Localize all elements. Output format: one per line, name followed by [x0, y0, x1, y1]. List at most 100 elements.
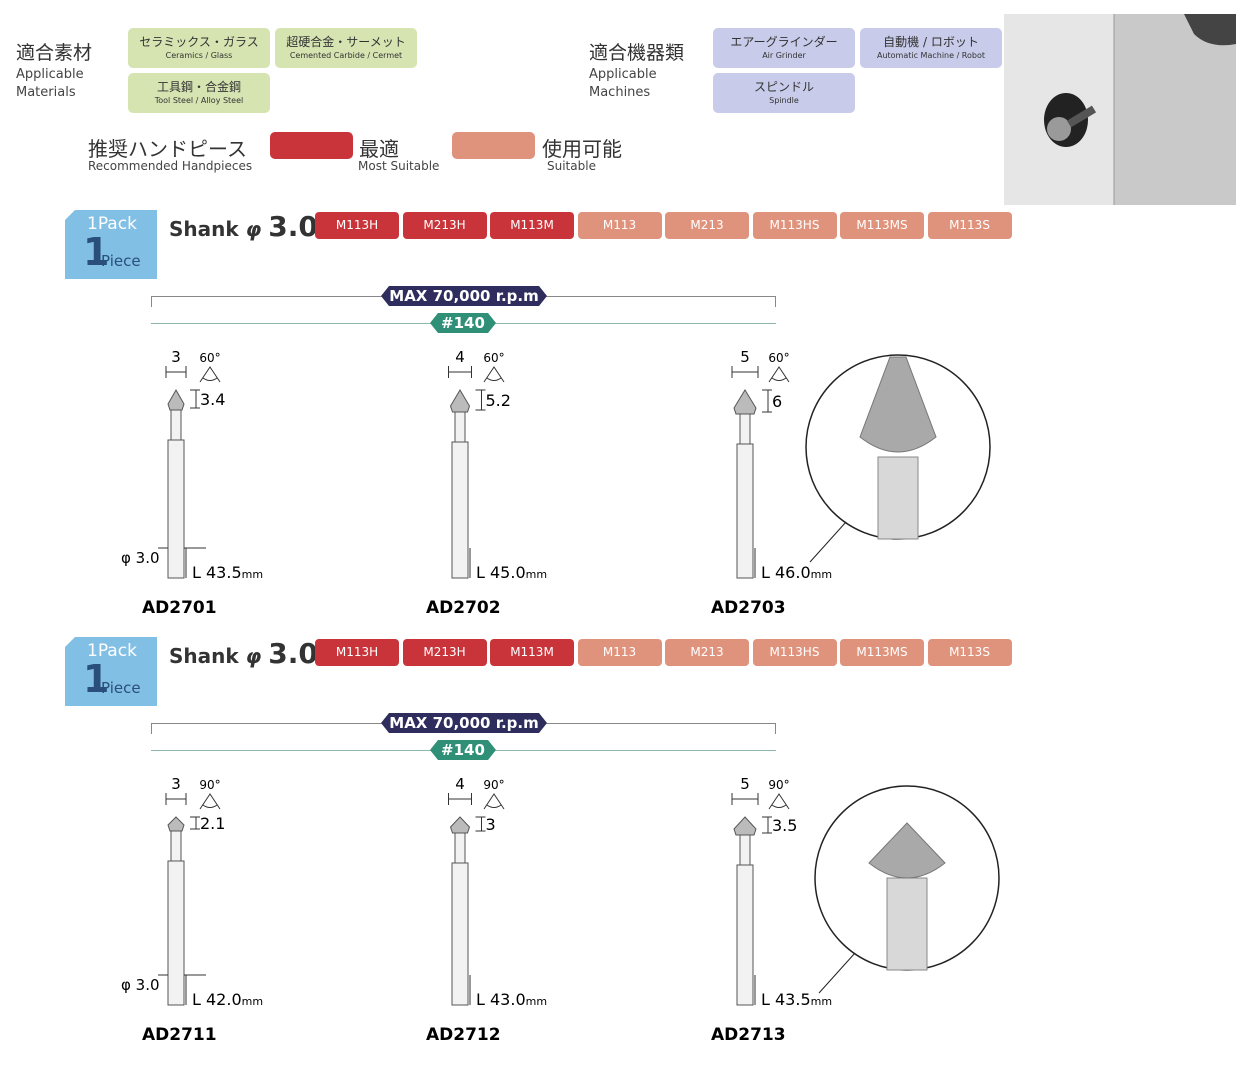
tool-length-unit: mm [811, 568, 832, 581]
machine-jp: スピンドル [753, 80, 814, 94]
diamond-head [449, 389, 471, 413]
product-code: AD2703 [711, 598, 786, 618]
handpiece-badge-m113s: M113S [927, 212, 1012, 239]
legend-title: 推奨ハンドピース [88, 137, 247, 161]
product-code: AD2713 [711, 1025, 786, 1045]
handpiece-badge-m213: M213 [665, 212, 749, 239]
pack-count: 1 [83, 230, 110, 274]
tool-length: L 43.0mm [476, 990, 547, 1009]
product-code: AD2702 [426, 598, 501, 618]
machines-subtitle-2: Machines [589, 85, 651, 100]
angle-icon [768, 793, 790, 810]
handpiece-badge-m113: M113 [577, 639, 662, 666]
handpiece-badge-m113h: M113H [315, 639, 399, 666]
head-angle: 60° [199, 351, 220, 365]
tool-neck [739, 413, 751, 445]
head-length: 3 [486, 815, 496, 834]
shank-size: Shank φ 3.0 [169, 210, 318, 243]
head-angle: 60° [768, 351, 789, 365]
pack-count: 1 [83, 657, 110, 701]
head-diameter: 4 [455, 348, 465, 366]
angle-icon [483, 793, 505, 810]
rpm-rule-tick [151, 723, 152, 734]
tool-shank [167, 860, 185, 1006]
head-diameter: 5 [740, 775, 750, 793]
material-en: Ceramics / Glass [165, 51, 233, 60]
max-rpm-tag: MAX 70,000 r.p.m [381, 286, 547, 306]
tool-shank [736, 864, 754, 1006]
handpiece-badge-m113s: M113S [927, 639, 1012, 666]
tool-length-unit: mm [242, 995, 263, 1008]
angle-icon [483, 366, 505, 383]
material-en: Cemented Carbide / Cermet [289, 51, 403, 60]
machines-title: 適合機器類 [589, 42, 685, 64]
machine-en: Automatic Machine / Robot [876, 51, 986, 60]
tool-shank [451, 441, 469, 579]
rpm-rule-tick [775, 296, 776, 307]
handpiece-badge-m113hs: M113HS [752, 212, 837, 239]
head-length: 3.5 [772, 816, 797, 835]
product-photo [1004, 14, 1236, 205]
tool-length-unit: mm [242, 568, 263, 581]
diamond-head-closeup [868, 822, 946, 879]
materials-subtitle-1: Applicable [16, 67, 84, 82]
tool-length-unit: mm [526, 995, 547, 1008]
material-jp: 工具鋼・合金鋼 [156, 80, 241, 94]
tool-length-unit: mm [526, 568, 547, 581]
head-angle: 60° [483, 351, 504, 365]
tool-length-value: L 43.0 [476, 990, 526, 1009]
machines-subtitle-1: Applicable [589, 67, 657, 82]
material-jp: セラミックス・ガラス [139, 35, 259, 49]
tool-neck [454, 411, 466, 443]
rpm-rule-tick [151, 296, 152, 307]
handpiece-badge-m213h: M213H [402, 639, 487, 666]
diamond-head [167, 388, 185, 411]
material-badge-ceramics: セラミックス・ガラス Ceramics / Glass [128, 28, 270, 68]
product-code: AD2701 [142, 598, 217, 618]
tool-length-unit: mm [811, 995, 832, 1008]
shank-diameter: φ 3.0 [121, 549, 160, 567]
tool-shank [451, 862, 469, 1006]
pack-unit: Piece [101, 252, 141, 270]
shank-label: Shank [169, 644, 239, 668]
head-length: 3.4 [200, 390, 225, 409]
materials-subtitle-2: Materials [16, 85, 76, 100]
tool-length: L 45.0mm [476, 563, 547, 582]
handpiece-badge-m113m: M113M [490, 212, 574, 239]
tool-length: L 42.0mm [192, 990, 263, 1009]
head-length: 6 [772, 392, 782, 411]
diamond-head [449, 816, 471, 834]
handpiece-badge-m113hs: M113HS [752, 639, 837, 666]
suitable-label-en: Suitable [547, 159, 596, 173]
machine-jp: 自動機 / ロボット [883, 35, 979, 49]
materials-title: 適合素材 [16, 42, 93, 64]
shank-closeup [877, 456, 919, 540]
angle-icon [199, 793, 221, 810]
tool-length: L 43.5mm [192, 563, 263, 582]
tool-length-value: L 43.5 [761, 990, 811, 1009]
head-angle: 90° [199, 778, 220, 792]
machine-en: Spindle [769, 96, 799, 105]
product-code: AD2711 [142, 1025, 217, 1045]
tool-length: L 46.0mm [761, 563, 832, 582]
magnified-head-view [814, 785, 1000, 994]
legend-subtitle: Recommended Handpieces [88, 159, 253, 173]
head-diameter: 3 [171, 775, 181, 793]
tool-shank [736, 443, 754, 579]
diameter-symbol: φ [245, 644, 262, 668]
diamond-head [167, 816, 185, 832]
diamond-head [733, 816, 757, 836]
grit-tag: #140 [430, 313, 496, 333]
max-rpm-tag: MAX 70,000 r.p.m [381, 713, 547, 733]
machine-jp: エアーグラインダー [730, 35, 838, 49]
head-diameter: 3 [171, 348, 181, 366]
pack-unit: Piece [101, 679, 141, 697]
